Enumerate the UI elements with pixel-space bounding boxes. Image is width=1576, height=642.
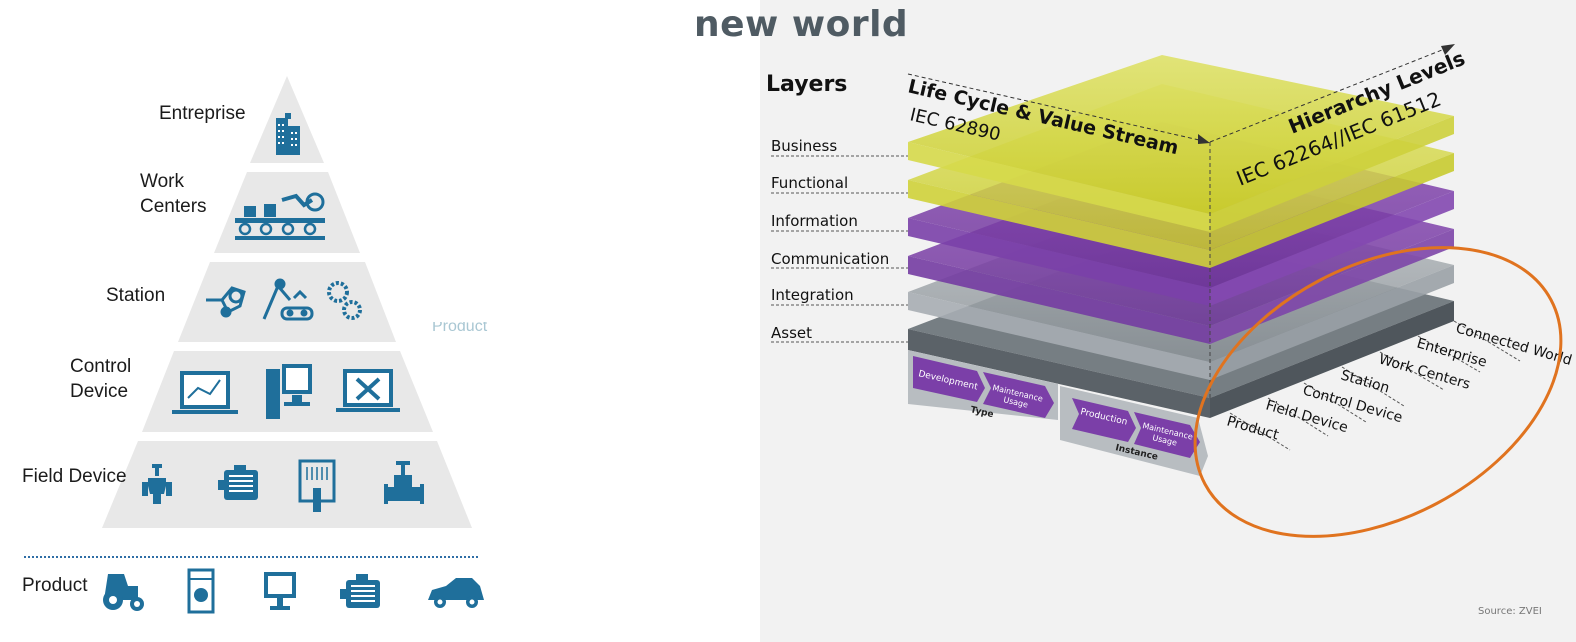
layer-label-communication: Communication	[771, 250, 889, 268]
valve-icon	[142, 464, 172, 504]
hierarchy-label-product: Product	[1225, 413, 1281, 443]
lifecycle-axis-arrow	[907, 73, 1210, 144]
faded-product-text: Product	[432, 318, 488, 335]
pyramid-label-station: Station	[106, 285, 165, 306]
desktop-computer-icon	[266, 364, 312, 419]
step-development: Development	[913, 356, 985, 402]
conveyor-robot-icon	[235, 192, 325, 240]
step-production: Production	[1072, 398, 1136, 442]
hierarchy-label-station: Station	[1339, 367, 1391, 396]
assembly-robot-icon	[262, 278, 314, 321]
pyramid-label-field-device: Field Device	[22, 466, 127, 487]
layers-heading: Layers	[766, 72, 847, 97]
layer-label-information: Information	[771, 212, 858, 230]
lifecycle-base: Development Maintenance Usage Type Produ…	[908, 350, 1208, 476]
highlight-ellipse	[1193, 246, 1563, 538]
robot-arm-icon	[206, 286, 246, 318]
step-maintenance-usage-type: Maintenance Usage	[983, 372, 1054, 418]
engine-icon	[340, 574, 380, 608]
slide-title: new world	[694, 4, 909, 45]
tractor-icon	[103, 574, 144, 611]
pyramid-label-product: Product	[22, 575, 88, 596]
source-note: Source: ZVEI	[1478, 606, 1542, 617]
layer-labels: Business Functional Information Communic…	[771, 137, 908, 343]
washing-machine-icon	[187, 568, 215, 614]
layer-business-slab	[908, 55, 1454, 232]
building-icon	[276, 113, 300, 155]
layer-label-asset: Asset	[771, 324, 812, 342]
sensor-panel-icon	[298, 459, 336, 512]
motor-icon	[218, 465, 258, 500]
laptop-chart-icon	[172, 371, 238, 414]
step-maintenance-usage-instance: Maintenance Usage	[1134, 412, 1200, 458]
hierarchy-levels	[1229, 320, 1521, 451]
layer-label-functional: Functional	[771, 174, 848, 192]
gears-icon	[327, 281, 362, 320]
rami-diagram: Life Cycle & Value Stream IEC 62890 Hier…	[766, 44, 1574, 538]
pyramid-band-field-device	[102, 441, 472, 528]
layer-label-integration: Integration	[771, 286, 854, 304]
pyramid-band-station	[178, 262, 396, 342]
car-icon	[428, 578, 484, 608]
layer-label-business: Business	[771, 137, 837, 155]
laptop-tools-icon	[336, 369, 400, 412]
pyramid-label-enterprise: Entreprise	[159, 103, 246, 124]
pipe-valve-icon	[384, 461, 424, 504]
pyramid-band-work-centers	[214, 172, 360, 253]
hierarchy-axis-arrow	[1209, 44, 1455, 143]
monitor-icon	[264, 572, 296, 610]
